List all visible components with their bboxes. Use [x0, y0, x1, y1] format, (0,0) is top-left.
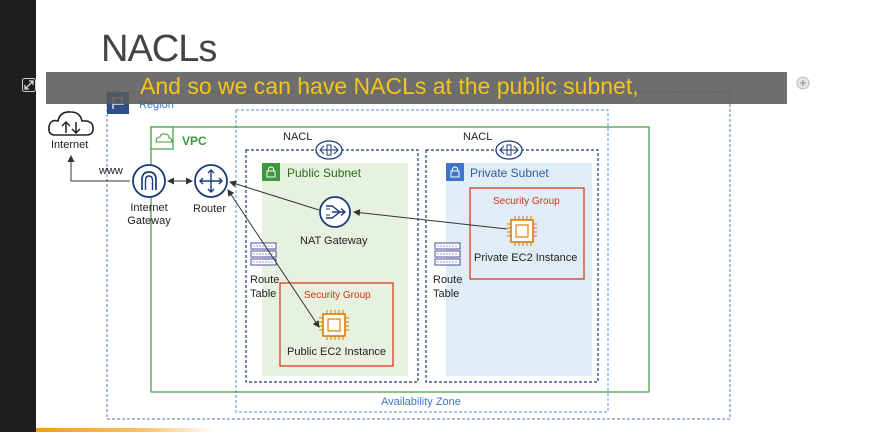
caption-bar — [46, 72, 787, 104]
internet-gateway-label: Internet Gateway — [127, 202, 171, 227]
public-subnet-label: Public Subnet — [287, 166, 362, 180]
nacl-icon — [315, 140, 343, 160]
private-subnet-label: Private Subnet — [470, 166, 549, 180]
availability-zone-label: Availability Zone — [381, 396, 461, 408]
private-subnet-box — [446, 163, 592, 376]
public-subnet-box — [262, 163, 408, 376]
nacl-public-label: NACL — [283, 131, 313, 143]
private-ec2-label: Private EC2 Instance — [474, 252, 578, 264]
internet-gateway-icon — [132, 164, 166, 198]
private-security-group-box — [469, 187, 585, 280]
router-label: Router — [193, 203, 227, 215]
www-connector — [67, 155, 130, 182]
route-table-icon — [434, 242, 461, 266]
lock-icon — [446, 163, 464, 181]
route-table-private-label: Route Table — [433, 274, 463, 300]
expand-icon[interactable] — [22, 78, 36, 92]
private-ec2-nat-connector — [353, 209, 508, 230]
ec2-icon — [507, 216, 537, 246]
nacl-private-label: NACL — [463, 131, 493, 143]
security-group-public-label: Security Group — [304, 290, 371, 301]
nacl-icon — [495, 140, 523, 160]
vpc-label: VPC — [182, 134, 207, 148]
plus-icon[interactable] — [796, 76, 810, 90]
internet-label: Internet — [51, 139, 89, 151]
nat-gateway-icon — [319, 196, 351, 228]
route-table-public-label: Route Table — [250, 274, 280, 300]
ec2-icon — [319, 310, 349, 340]
slide-title: NACLs — [101, 28, 217, 70]
route-table-icon — [250, 242, 277, 266]
lock-icon — [262, 163, 280, 181]
security-group-private-label: Security Group — [493, 196, 560, 207]
public-ec2-router-connector-a — [227, 189, 320, 328]
vpc-cloud-icon — [150, 126, 174, 150]
slide-accent-bar — [36, 428, 216, 432]
caption-text: And so we can have NACLs at the public s… — [140, 73, 639, 99]
nat-gateway-label: NAT Gateway — [300, 235, 368, 247]
public-ec2-label: Public EC2 Instance — [287, 346, 387, 358]
left-sidebar — [0, 0, 36, 432]
www-label: www — [99, 165, 123, 177]
router-icon — [194, 164, 228, 198]
vpc-box — [150, 126, 650, 393]
cloud-icon — [48, 111, 94, 136]
